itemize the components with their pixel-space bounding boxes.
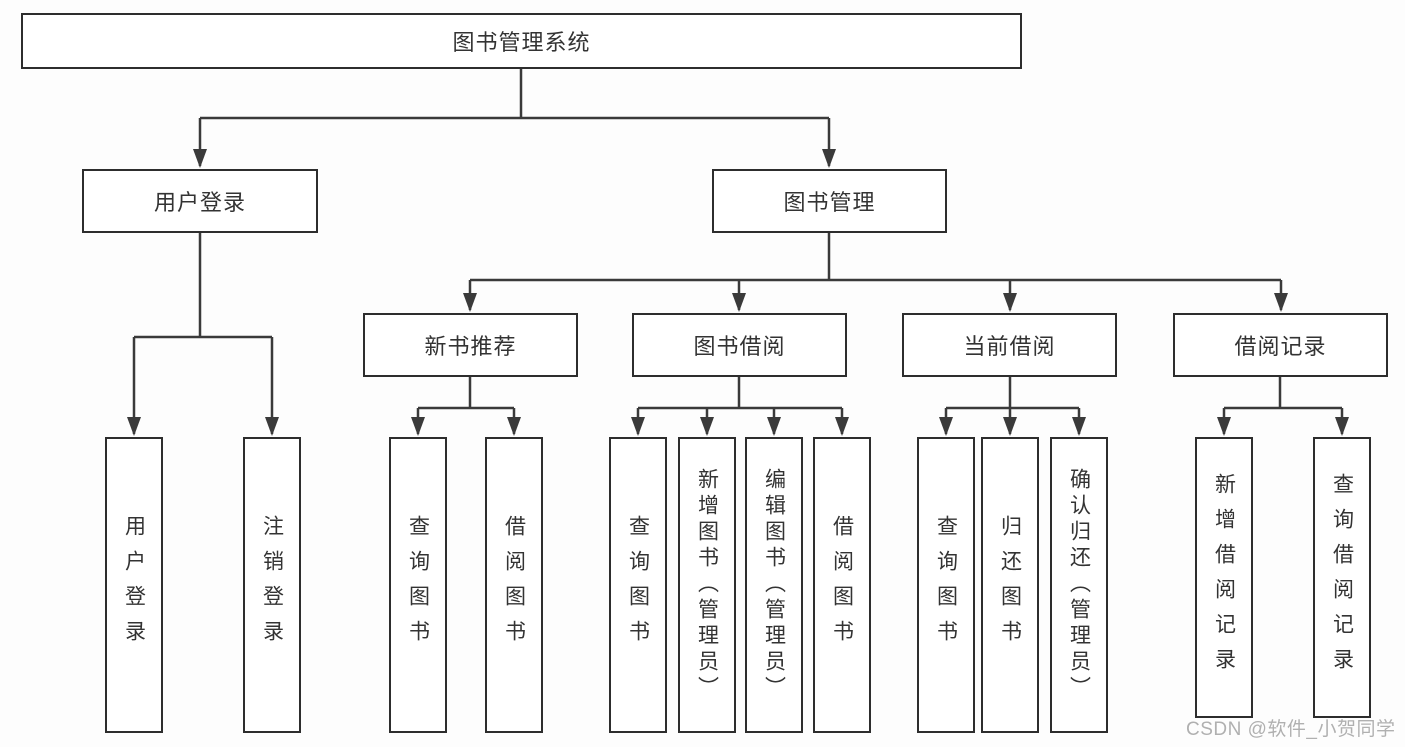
leaf-label: 查询图书 [626, 515, 650, 655]
leaf-label: 注销登录 [260, 515, 284, 655]
watermark: CSDN @软件_小贺同学 [1186, 719, 1396, 740]
leaf-query-borrow-record: 查询借阅记录 [1313, 437, 1371, 718]
node-new-book-recommend: 新书推荐 [363, 313, 578, 377]
leaf-label: 借阅图书 [502, 515, 526, 655]
leaf-label: 借阅图书 [830, 515, 854, 655]
leaf-logout: 注销登录 [243, 437, 301, 733]
leaf-label: 查询图书 [406, 515, 430, 655]
leaf-user-login: 用户登录 [105, 437, 163, 733]
leaf-label: 查询图书 [934, 515, 958, 655]
leaf-query-books-recommend: 查询图书 [389, 437, 447, 733]
node-book-management: 图书管理 [712, 169, 947, 233]
node-borrow-records: 借阅记录 [1173, 313, 1388, 377]
node-root: 图书管理系统 [21, 13, 1022, 69]
leaf-borrow-books-recommend: 借阅图书 [485, 437, 543, 733]
leaf-return-book: 归还图书 [981, 437, 1039, 733]
leaf-label: 新增图书（管理员） [695, 468, 719, 702]
leaf-label: 查询借阅记录 [1330, 472, 1354, 683]
leaf-confirm-return-admin: 确认归还（管理员） [1050, 437, 1108, 733]
leaf-label: 用户登录 [122, 515, 146, 655]
leaf-query-books-current: 查询图书 [917, 437, 975, 733]
node-book-borrow: 图书借阅 [632, 313, 847, 377]
leaf-label: 新增借阅记录 [1212, 472, 1236, 683]
leaf-label: 确认归还（管理员） [1067, 468, 1091, 702]
leaf-add-borrow-record: 新增借阅记录 [1195, 437, 1253, 718]
leaf-label: 编辑图书（管理员） [762, 468, 786, 702]
leaf-query-books-borrow: 查询图书 [609, 437, 667, 733]
leaf-label: 归还图书 [998, 515, 1022, 655]
leaf-add-book-admin: 新增图书（管理员） [678, 437, 736, 733]
node-user-login: 用户登录 [82, 169, 318, 233]
leaf-borrow-books: 借阅图书 [813, 437, 871, 733]
leaf-edit-book-admin: 编辑图书（管理员） [745, 437, 803, 733]
node-current-borrow: 当前借阅 [902, 313, 1117, 377]
